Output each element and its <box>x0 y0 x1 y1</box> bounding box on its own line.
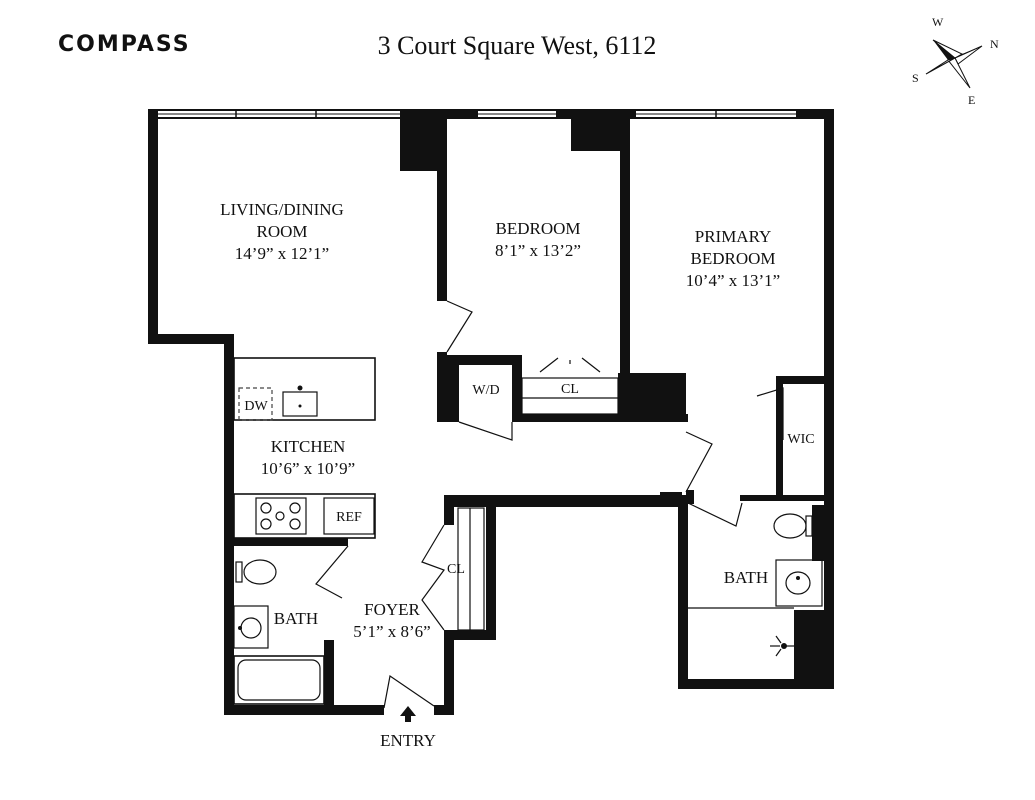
dishwasher <box>238 387 273 421</box>
compass-e-label: E <box>968 93 975 107</box>
primary-bedroom-label: PRIMARY <box>695 227 772 246</box>
kitchen-island <box>233 357 376 421</box>
closet-lines <box>457 377 619 631</box>
bath2-fixtures <box>688 513 823 657</box>
living-room-label: LIVING/DINING <box>220 200 344 219</box>
windows <box>158 111 796 117</box>
bedroom-dims: 8’1” x 13’2” <box>495 241 581 260</box>
kitchen-label: KITCHEN <box>271 437 346 456</box>
living-room-label-2: ROOM <box>256 222 307 241</box>
address-title: 3 Court Square West, 6112 <box>378 31 657 60</box>
dishwasher-label: DW <box>244 399 268 414</box>
foyer-label: FOYER <box>364 600 420 619</box>
stove <box>255 497 307 535</box>
compass-w-label: W <box>932 15 944 29</box>
living-room-dims: 14’9” x 12’1” <box>235 244 329 263</box>
bath1-label: BATH <box>274 609 318 628</box>
walk-in-closet-label: WIC <box>787 432 814 447</box>
bedroom-label: BEDROOM <box>495 219 580 238</box>
compass-s-label: S <box>912 71 919 85</box>
bath2-label: BATH <box>724 568 768 587</box>
bath2-sink <box>775 559 823 607</box>
foyer-closet-label: CL <box>447 562 465 577</box>
bath1-fixtures <box>233 559 325 705</box>
foyer-dims: 5’1” x 8’6” <box>353 622 430 641</box>
shower-head-icon <box>770 635 794 657</box>
bath1-sink <box>233 605 269 649</box>
washer-dryer-label: W/D <box>472 383 499 398</box>
compass-rose-icon: W N S E <box>912 15 999 107</box>
kitchen-sink <box>282 391 318 417</box>
compass-n-label: N <box>990 37 999 51</box>
bathtub <box>233 655 325 705</box>
kitchen-dims: 10’6” x 10’9” <box>261 459 355 478</box>
kitchen-fixtures <box>233 357 376 539</box>
entry-arrow-icon <box>400 706 416 722</box>
primary-bedroom-dims: 10’4” x 13’1” <box>686 271 780 290</box>
compass-logo: COMPASS <box>58 32 191 57</box>
entry-label: ENTRY <box>380 731 436 750</box>
bedroom-closet-label: CL <box>561 382 579 397</box>
primary-bedroom-label-2: BEDROOM <box>690 249 775 268</box>
kitchen-counter <box>233 493 376 539</box>
refrigerator <box>323 497 375 535</box>
doors <box>315 300 784 709</box>
refrigerator-label: REF <box>336 510 362 525</box>
